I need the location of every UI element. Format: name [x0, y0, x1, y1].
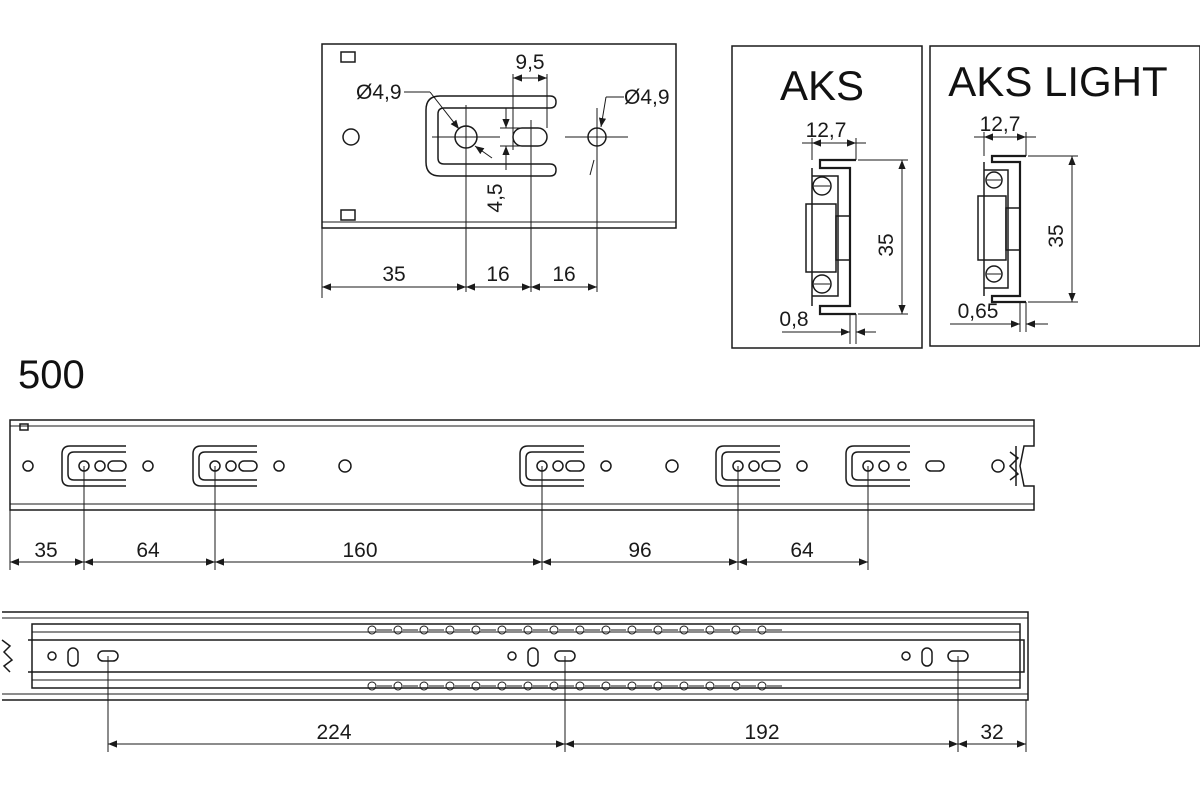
ball-bearing	[653, 681, 663, 691]
cabinet-dim-4: 96	[628, 539, 651, 562]
profile-aks-thickness: 0,8	[779, 308, 808, 331]
bracket-detail: 9,5 4,5 Ø4,9 Ø4,9 35 16 16	[321, 43, 677, 298]
ball-bearing	[471, 625, 481, 635]
cabinet-dim-2: 64	[136, 539, 160, 562]
ball-bearing	[549, 625, 559, 635]
ball-bearing	[731, 681, 741, 691]
ball-bearing	[705, 625, 715, 635]
drawer-rail: 224 192 32	[1, 611, 1029, 752]
ball-bearing	[419, 681, 429, 691]
profile-aks-width: 12,7	[806, 119, 847, 142]
ball-bearing	[419, 625, 429, 635]
ball-bearing	[367, 681, 377, 691]
ball-bearing	[393, 681, 403, 691]
profile-aks: AKS 12,7 35 0,8	[731, 45, 923, 349]
rail-bracket-3	[519, 445, 585, 487]
ball-bearing	[575, 681, 585, 691]
ball-bearing	[627, 625, 637, 635]
ball-bearing	[731, 625, 741, 635]
ball-bearing	[367, 625, 377, 635]
ball-bearing	[757, 681, 767, 691]
bracket-dim-3: 16	[552, 263, 575, 286]
ball-bearing	[549, 681, 559, 691]
hole-right-label: Ø4,9	[624, 86, 670, 109]
ball-bearing	[393, 625, 403, 635]
cabinet-dim-5: 64	[790, 539, 814, 562]
profile-aks-title: AKS	[780, 62, 864, 109]
rail-bracket-2	[192, 445, 258, 487]
ball-bearing	[497, 625, 507, 635]
ball-bearing	[497, 681, 507, 691]
drawer-dim-3: 32	[980, 721, 1003, 744]
ball-bearing	[679, 625, 689, 635]
ball-bearing	[653, 625, 663, 635]
drawer-dim-1: 224	[316, 721, 351, 744]
profile-aks-light-title: AKS LIGHT	[948, 58, 1167, 105]
profile-aks-light-width: 12,7	[980, 113, 1021, 136]
ball-bearing	[575, 625, 585, 635]
bracket-dim-2: 16	[486, 263, 509, 286]
ball-bearing	[445, 681, 455, 691]
ball-retainer-top	[367, 625, 782, 635]
hole-left-label: Ø4,9	[356, 81, 402, 104]
ball-bearing	[601, 625, 611, 635]
profile-aks-light: AKS LIGHT 12,7 35 0,65	[929, 45, 1200, 347]
profile-aks-height: 35	[875, 233, 898, 256]
ball-bearing	[471, 681, 481, 691]
rail-bracket-5	[845, 445, 910, 487]
slot-height-label: 4,5	[484, 183, 507, 212]
cabinet-dim-3: 160	[342, 539, 377, 562]
profile-aks-light-height: 35	[1045, 224, 1068, 247]
cabinet-rail: 35 64 160 96 64	[9, 419, 1035, 570]
bracket-dim-1: 35	[382, 263, 405, 286]
slot-width-label: 9,5	[515, 51, 544, 74]
profile-aks-light-thickness: 0,65	[958, 300, 999, 323]
ball-bearing	[523, 681, 533, 691]
ball-bearing	[445, 625, 455, 635]
ball-bearing	[627, 681, 637, 691]
ball-bearing	[601, 681, 611, 691]
model-length-label: 500	[18, 353, 85, 397]
ball-bearing	[757, 625, 767, 635]
drawer-dim-2: 192	[744, 721, 779, 744]
rail-bracket-4	[715, 445, 781, 487]
ball-retainer-bottom	[367, 681, 782, 691]
ball-bearing	[679, 681, 689, 691]
ball-bearing	[523, 625, 533, 635]
ball-bearing	[705, 681, 715, 691]
cabinet-dim-1: 35	[34, 539, 57, 562]
rail-bracket-1	[61, 445, 127, 487]
